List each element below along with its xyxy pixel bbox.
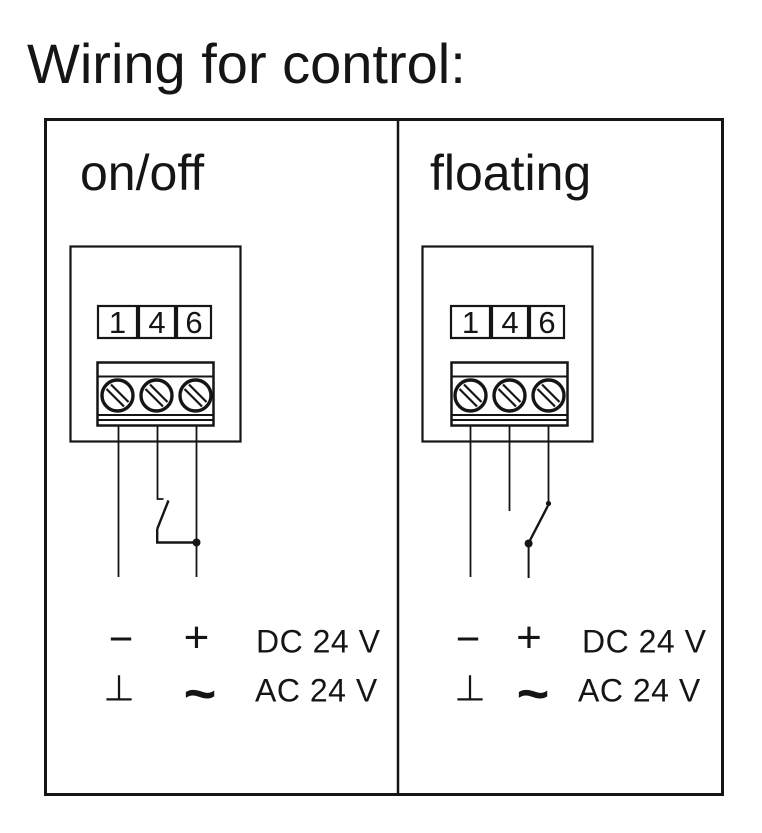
switch-blade bbox=[527, 505, 549, 544]
switch-pole-link bbox=[156, 529, 197, 544]
ac-tilde-symbol: ~ bbox=[183, 661, 217, 725]
panel-title-onoff: on/off bbox=[80, 145, 205, 201]
terminal-number-4: 4 bbox=[148, 305, 166, 340]
onoff-actuator-outline bbox=[69, 245, 242, 443]
contact-dot bbox=[545, 500, 552, 507]
dc-voltage-label: DC 24 V bbox=[582, 623, 707, 660]
onoff-wiring bbox=[117, 425, 201, 577]
junction-dot bbox=[192, 538, 201, 547]
terminal-number-6: 6 bbox=[185, 305, 203, 340]
outer-frame bbox=[44, 118, 724, 796]
dc-voltage-label: DC 24 V bbox=[256, 623, 381, 660]
onoff-terminal-number-cells bbox=[96, 304, 213, 340]
dc-plus-symbol: + bbox=[183, 613, 210, 662]
screw-terminal bbox=[100, 378, 213, 413]
floating-terminal-number-cells bbox=[449, 304, 566, 340]
onoff-terminal-block bbox=[96, 361, 215, 427]
floating-terminal-block bbox=[450, 361, 569, 427]
screw-slot-hatch bbox=[458, 383, 561, 408]
ac-voltage-label: AC 24 V bbox=[578, 672, 701, 709]
terminal-number-4: 4 bbox=[501, 305, 519, 340]
panel-title-floating: floating bbox=[430, 145, 592, 201]
wire-terminal-4 bbox=[156, 425, 164, 500]
ac-ground-symbol: ⊥ bbox=[103, 668, 135, 710]
ac-ground-symbol: ⊥ bbox=[454, 668, 486, 710]
floating-actuator-outline bbox=[421, 245, 594, 443]
figure-title: Wiring for control: bbox=[27, 32, 466, 95]
dc-minus-symbol: − bbox=[108, 615, 134, 662]
terminal-number-1: 1 bbox=[461, 305, 480, 340]
dc-minus-symbol: − bbox=[455, 615, 481, 662]
dc-plus-symbol: + bbox=[516, 613, 542, 662]
ac-voltage-label: AC 24 V bbox=[255, 672, 378, 709]
ac-tilde-symbol: ~ bbox=[516, 661, 550, 725]
screw-terminal bbox=[453, 378, 566, 413]
screw-slot-hatch bbox=[105, 383, 208, 408]
floating-wiring bbox=[469, 425, 552, 578]
terminal-number-6: 6 bbox=[538, 305, 556, 340]
switch-blade bbox=[156, 500, 170, 530]
terminal-number-1: 1 bbox=[108, 305, 127, 340]
